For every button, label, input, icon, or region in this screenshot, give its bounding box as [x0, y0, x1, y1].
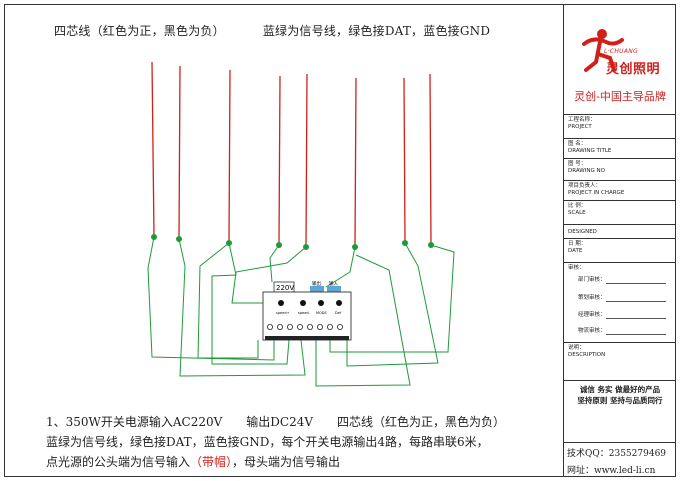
top-note: 四芯线（红色为正，黑色为负） 蓝绿为信号线，绿色接DAT，蓝色接GND [54, 22, 490, 39]
promo-line-2: 坚持原则 坚持与品质同行 [577, 396, 663, 405]
review-line-1 [606, 283, 666, 284]
contact-website[interactable]: 网址：www.led-li.cn [567, 466, 656, 476]
review-item-3: 经理审核： [578, 312, 606, 318]
node-8 [428, 242, 434, 248]
node-3 [226, 240, 232, 246]
brand-english: L·CHUANG [604, 48, 638, 55]
knob-def [336, 300, 342, 306]
review-section: 审核： 部门审核： 策划审核： 经理审核： 物流审核： [564, 262, 676, 342]
note-line-3b: ，母头端为信号输出 [232, 455, 341, 469]
red-wire-4 [278, 75, 281, 245]
field-project-in-charge: 项目负责人： PROJECT IN CHARGE [564, 180, 676, 200]
green-wire-10 [315, 254, 411, 387]
knob-mode [318, 300, 324, 306]
terminal-pins [265, 336, 349, 340]
field-designed: DESIGNED [564, 224, 676, 238]
running-person-logo-icon [582, 29, 624, 72]
bottom-notes: 1、350W开关电源输入AC220V 输出DC24V 四芯线（红色为正，黑色为负… [46, 412, 505, 472]
green-wires [147, 236, 455, 387]
node-2 [176, 236, 182, 242]
output-tag [310, 286, 324, 292]
promo-line-1: 诚信 务实 做最好的产品 [579, 385, 661, 394]
btn-label-1: speed+ [276, 311, 290, 315]
node-7 [402, 240, 408, 246]
green-wire-2 [178, 238, 306, 377]
drawing-frame [4, 4, 676, 477]
red-wire-1 [151, 61, 155, 237]
knob-speed-minus [300, 300, 306, 306]
input-label: 输入 [329, 280, 338, 287]
review-line-3 [606, 318, 666, 319]
field-date: 日 期： DATE [564, 238, 676, 262]
input-tag [327, 286, 341, 292]
note-line-3: 点光源的公头端为信号输入（带帽），母头端为信号输出 [46, 452, 505, 472]
review-line-2 [606, 301, 666, 302]
terminal-row [266, 323, 343, 330]
controller-body [262, 291, 352, 341]
green-wire-4 [269, 244, 280, 283]
red-wires [151, 61, 432, 247]
description-section: 说明： DESCRIPTION [564, 342, 676, 380]
voltage-label: 220V [276, 284, 294, 292]
note-line-3-red: （带帽） [190, 455, 233, 469]
contact-qq: 技术QQ：2355279469 [567, 449, 667, 459]
slogan: 灵创-中国主导品牌 [574, 90, 666, 103]
red-wire-5 [305, 73, 308, 247]
btn-label-4: Def [335, 311, 342, 315]
field-drawing-title: 图 名： DRAWING TITLE [564, 138, 676, 158]
btn-label-2: speed- [298, 311, 311, 315]
note-line-2: 蓝绿为信号线，绿色接DAT，蓝色接GND，每个开关电源输出4路，每路串联6米， [46, 435, 489, 449]
knob-speed-plus [278, 300, 284, 306]
review-item-1: 部门审核： [578, 277, 606, 283]
btn-label-3: MODE [316, 311, 327, 315]
green-wire-3 [197, 242, 259, 359]
field-project: 工程名称： PROJECT [564, 114, 676, 138]
wiring-diagram: 220V 输出 输入 speed+ speed- MODE Def [147, 61, 455, 387]
note-line-3a: 点光源的公头端为信号输入 [46, 455, 191, 469]
red-wire-2 [178, 65, 181, 239]
red-wire-8 [429, 73, 432, 245]
node-6 [352, 244, 358, 250]
note-line-1: 1、350W开关电源输入AC220V 输出DC24V 四芯线（红色为正，黑色为负… [46, 415, 506, 429]
title-block: L·CHUANG 灵创照明 灵创-中国主导品牌 工程名称： PROJECT 图 … [563, 4, 676, 477]
red-wire-7 [403, 77, 406, 243]
green-wire-5 [231, 246, 307, 304]
top-note-right: 蓝绿为信号线，绿色接DAT，蓝色接GND [262, 24, 491, 38]
review-line-4 [606, 334, 666, 335]
review-item-2: 策划审核： [578, 295, 606, 301]
node-5 [303, 244, 309, 250]
review-item-4: 物流审核： [578, 328, 606, 334]
logo: L·CHUANG 灵创照明 [564, 4, 676, 94]
contact-section: 技术QQ：2355279469 网址：www.led-li.cn [564, 442, 676, 477]
connector-dots [151, 234, 434, 250]
promo-section: 诚信 务实 做最好的产品 坚持原则 坚持与品质同行 [564, 380, 676, 442]
green-wire-1 [147, 236, 275, 361]
node-1 [151, 234, 157, 240]
node-4 [276, 242, 282, 248]
green-wire-6 [211, 242, 290, 365]
field-scale: 比 例： SCALE [564, 200, 676, 224]
red-wire-3 [228, 69, 231, 243]
top-note-left: 四芯线（红色为正，黑色为负） [54, 24, 225, 38]
green-wire-8 [346, 242, 439, 367]
field-drawing-no: 图 号： DRAWING NO [564, 158, 676, 180]
red-wire-6 [354, 77, 357, 247]
green-wire-7 [325, 246, 356, 288]
controller-box: 220V 输出 输入 speed+ speed- MODE Def [262, 280, 352, 341]
brand-chinese: 灵创照明 [606, 62, 661, 77]
review-label: 审核： [568, 265, 585, 271]
output-label: 输出 [312, 280, 321, 287]
green-wire-9 [329, 244, 455, 353]
